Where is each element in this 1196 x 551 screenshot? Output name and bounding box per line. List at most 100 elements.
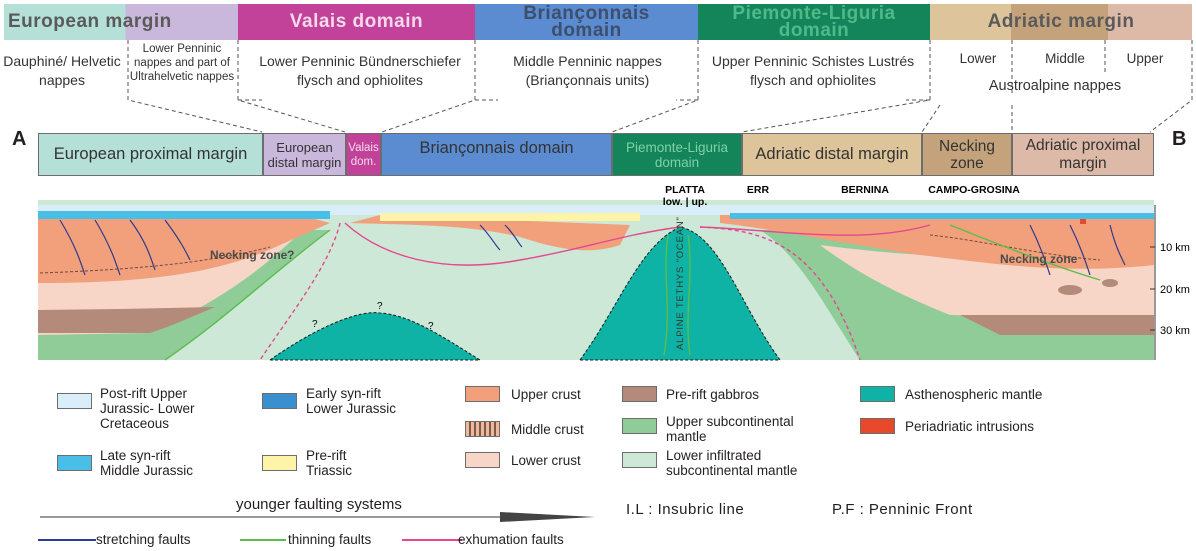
legend-younger: younger faulting systems (236, 496, 402, 513)
unit-lower-penninic-nappes: Lower Penninic nappes and part of Ultrah… (129, 43, 235, 83)
bar-brianconnais: Briançonnais domain (381, 133, 612, 176)
gabbro-right (960, 315, 1154, 335)
legend-exhumation: exhumation faults (458, 532, 564, 547)
legend-stretching: stretching faults (96, 532, 191, 547)
bar-adriatic-distal: Adriatic distal margin (742, 133, 922, 176)
legend-swatch-pre-rift-triassic (262, 455, 297, 471)
stretching-faults (59, 219, 1126, 276)
legend-periadriatic: Periadriatic intrusions (905, 419, 1035, 434)
legend-thinning: thinning faults (288, 532, 372, 547)
legend-pre-rift-gabbros: Pre-rift gabbros (666, 387, 760, 402)
q-4: ? (428, 321, 434, 332)
legend-swatch-post-rift (57, 393, 92, 409)
label-low-up: low. | up. (663, 196, 708, 208)
label-err: ERR (747, 185, 770, 196)
unit-upper-penninic: Upper Penninic Schistes Lustrés flysch a… (711, 53, 915, 88)
unit-lower-penninic-bundner: Lower Penninic Bündnerschiefer flysch an… (259, 53, 461, 88)
legend-post-rift: Post-rift Upper Jurassic- Lower Cretaceo… (100, 386, 195, 431)
legend-swatch-lower-mantle (622, 452, 657, 468)
label-b: B (1172, 128, 1187, 150)
legend-swatch-lower-crust (465, 452, 500, 468)
bar-valais-dom-label: Valais dom. (348, 141, 379, 168)
legend-late-syn-rift: Late syn-rift Middle Jurassic (100, 448, 194, 478)
bar-piemonte-label: Piemonte-Liguria domain (625, 139, 729, 170)
label-platta: PLATTA (665, 185, 705, 196)
upper-mantle-left (38, 230, 330, 360)
bar-adriatic-proximal-label: Adriatic proximal margin (1025, 136, 1141, 172)
legend-penninic-front: P.F : Penninic Front (832, 501, 973, 518)
header-european-margin: European margin (4, 4, 238, 40)
legend-middle-crust: Middle crust (511, 422, 584, 437)
depth-30: 30 km (1160, 325, 1190, 337)
label-a: A (12, 128, 27, 150)
asthenosphere-left (268, 312, 482, 361)
gabbro-left (38, 307, 215, 333)
legend-swatch-middle-crust (465, 421, 500, 437)
label-ocean: ALPINE TETHYS "OCEAN" (675, 216, 686, 350)
legend-swatch-upper-mantle (622, 418, 657, 434)
label-necking-right: Necking zone (1000, 252, 1078, 266)
bar-necking-zone: Necking zone (922, 133, 1012, 176)
legend-swatch-early-syn-rift (262, 393, 297, 409)
legend-lower-crust: Lower crust (511, 453, 581, 468)
header-adriatic-label: Adriatic margin (987, 11, 1135, 32)
bar-european-proximal-label: European proximal margin (53, 145, 248, 163)
exhumation-line (402, 539, 462, 541)
legend-swatch-upper-crust (465, 386, 500, 402)
q-3: ? (312, 319, 318, 330)
bar-european-proximal: European proximal margin (38, 133, 263, 176)
upper-crust-brianconnais (350, 215, 630, 251)
unit-upper: Upper (1126, 51, 1164, 66)
cross-section: PLATTA low. | up. ERR BERNINA CAMPO-GROS… (38, 185, 1190, 361)
stretching-line (38, 539, 96, 541)
label-campo: CAMPO-GROSINA (928, 185, 1020, 196)
thinning-line (240, 539, 286, 541)
unit-austroalpine: Austroalpine nappes (988, 78, 1122, 94)
header-european-margin-label: European margin (8, 11, 172, 32)
header-brianconnais: Briançonnais domain (475, 4, 698, 40)
bar-valais-dom: Valais dom. (346, 133, 381, 176)
bar-necking-zone-label: Necking zone (939, 137, 995, 172)
depth-20: 20 km (1160, 284, 1190, 296)
legend-swatch-late-syn-rift (57, 455, 92, 471)
bar-european-distal: European distal margin (263, 133, 346, 176)
legend-swatch-pre-rift-gabbros (622, 386, 657, 402)
legend-upper-crust: Upper crust (511, 387, 581, 402)
unit-dauphine: Dauphiné/ Helvetic nappes (3, 53, 121, 88)
legend-swatch-periadriatic (860, 418, 895, 434)
asthenosphere-center (579, 226, 781, 361)
bar-adriatic-proximal: Adriatic proximal margin (1012, 133, 1154, 176)
legend-insubric: I.L : Insubric line (626, 501, 745, 518)
legend-lower-mantle: Lower infiltrated subcontinental mantle (666, 448, 798, 478)
q-1: ? (287, 248, 294, 262)
label-necking-left: Necking zone (210, 248, 288, 262)
bar-european-distal-label: European distal margin (267, 139, 342, 170)
legend-pre-rift-triassic: Pre-rift Triassic (306, 448, 352, 478)
unit-middle: Middle (1045, 51, 1085, 66)
exhumation-faults (259, 222, 931, 361)
middle-crust-right (929, 234, 1101, 261)
younger-arrow (40, 512, 595, 522)
header-valais: Valais domain (238, 4, 475, 40)
unit-lower: Lower (959, 51, 997, 66)
bar-piemonte: Piemonte-Liguria domain (612, 133, 742, 176)
q-2: ? (377, 301, 383, 312)
header-brianconnais-label: Briançonnais domain (523, 3, 650, 41)
bar-brianconnais-label: Briançonnais domain (419, 139, 574, 157)
legend-swatch-asthenospheric (860, 386, 895, 402)
label-bernina: BERNINA (841, 185, 889, 196)
legend-asthenospheric: Asthenospheric mantle (905, 387, 1043, 402)
header-adriatic: Adriatic margin (930, 4, 1192, 40)
header-piemonte-label: Piemonte-Liguria domain (732, 3, 896, 41)
header-piemonte: Piemonte-Liguria domain (698, 4, 930, 40)
bar-adriatic-distal-label: Adriatic distal margin (755, 145, 909, 163)
depth-10: 10 km (1160, 242, 1190, 254)
header-valais-label: Valais domain (289, 11, 424, 32)
legend-early-syn-rift: Early syn-rift Lower Jurassic (306, 386, 397, 416)
upper-crust-right (720, 213, 1154, 269)
connector-lines (127, 40, 1193, 133)
unit-middle-penninic: Middle Penninic nappes (Briançonnais uni… (513, 53, 662, 88)
legend-upper-mantle: Upper subcontinental mantle (666, 414, 794, 444)
depth-axis (1150, 205, 1156, 360)
thinning-faults (164, 224, 1101, 361)
